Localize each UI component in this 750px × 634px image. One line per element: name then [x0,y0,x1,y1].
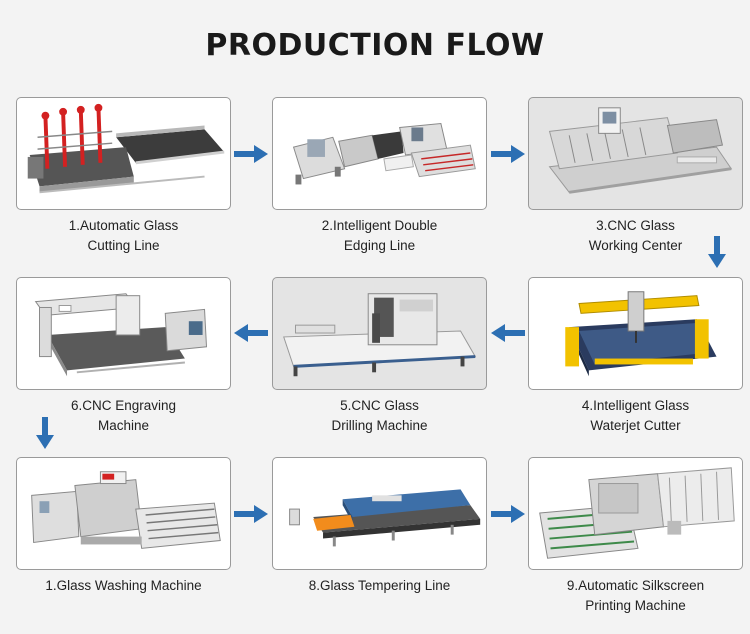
drilling-machine-icon [273,278,486,389]
cnc-working-center-machine-icon [529,98,742,209]
cutting-line-machine-icon [17,98,230,209]
step-2-subtitle: Edging Line [272,236,487,256]
step-4-subtitle: Waterjet Cutter [528,416,743,436]
step-9-subtitle: Printing Machine [528,596,743,616]
arrow-right-icon [491,505,525,523]
page-title: PRODUCTION FLOW [0,28,750,63]
edging-line-machine-icon [273,98,486,209]
step-1-title: 1.Automatic Glass [16,216,231,236]
step-3-title: 3.CNC Glass [528,216,743,236]
step-9-title: 9.Automatic Silkscreen [528,576,743,596]
silkscreen-printer-machine-icon [529,458,742,569]
step-8-title: 8.Glass Tempering Line [272,576,487,596]
arrow-right-icon [234,505,268,523]
tempering-furnace-machine-icon [273,458,486,569]
step-1-caption: 1.Automatic Glass Cutting Line [16,216,231,256]
arrow-left-icon [234,324,268,342]
step-5-title: 5.CNC Glass [272,396,487,416]
step-4-caption: 4.Intelligent Glass Waterjet Cutter [528,396,743,436]
step-7-card [16,457,231,570]
engraving-machine-icon [17,278,230,389]
washing-machine-icon [17,458,230,569]
step-7-title: 1.Glass Washing Machine [16,576,231,596]
step-8-card [272,457,487,570]
step-5-caption: 5.CNC Glass Drilling Machine [272,396,487,436]
arrow-down-icon [36,417,54,449]
step-2-title: 2.Intelligent Double [272,216,487,236]
waterjet-cutter-machine-icon [529,278,742,389]
step-5-subtitle: Drilling Machine [272,416,487,436]
step-9-caption: 9.Automatic Silkscreen Printing Machine [528,576,743,616]
step-3-card [528,97,743,210]
step-6-card [16,277,231,390]
arrow-left-icon [491,324,525,342]
step-8-caption: 8.Glass Tempering Line [272,576,487,596]
step-9-card [528,457,743,570]
step-1-subtitle: Cutting Line [16,236,231,256]
arrow-right-icon [234,145,268,163]
step-7-caption: 1.Glass Washing Machine [16,576,231,596]
step-4-card [528,277,743,390]
arrow-down-icon [708,236,726,268]
step-5-card [272,277,487,390]
step-6-title: 6.CNC Engraving [16,396,231,416]
step-2-caption: 2.Intelligent Double Edging Line [272,216,487,256]
arrow-right-icon [491,145,525,163]
step-4-title: 4.Intelligent Glass [528,396,743,416]
step-2-card [272,97,487,210]
step-1-card [16,97,231,210]
